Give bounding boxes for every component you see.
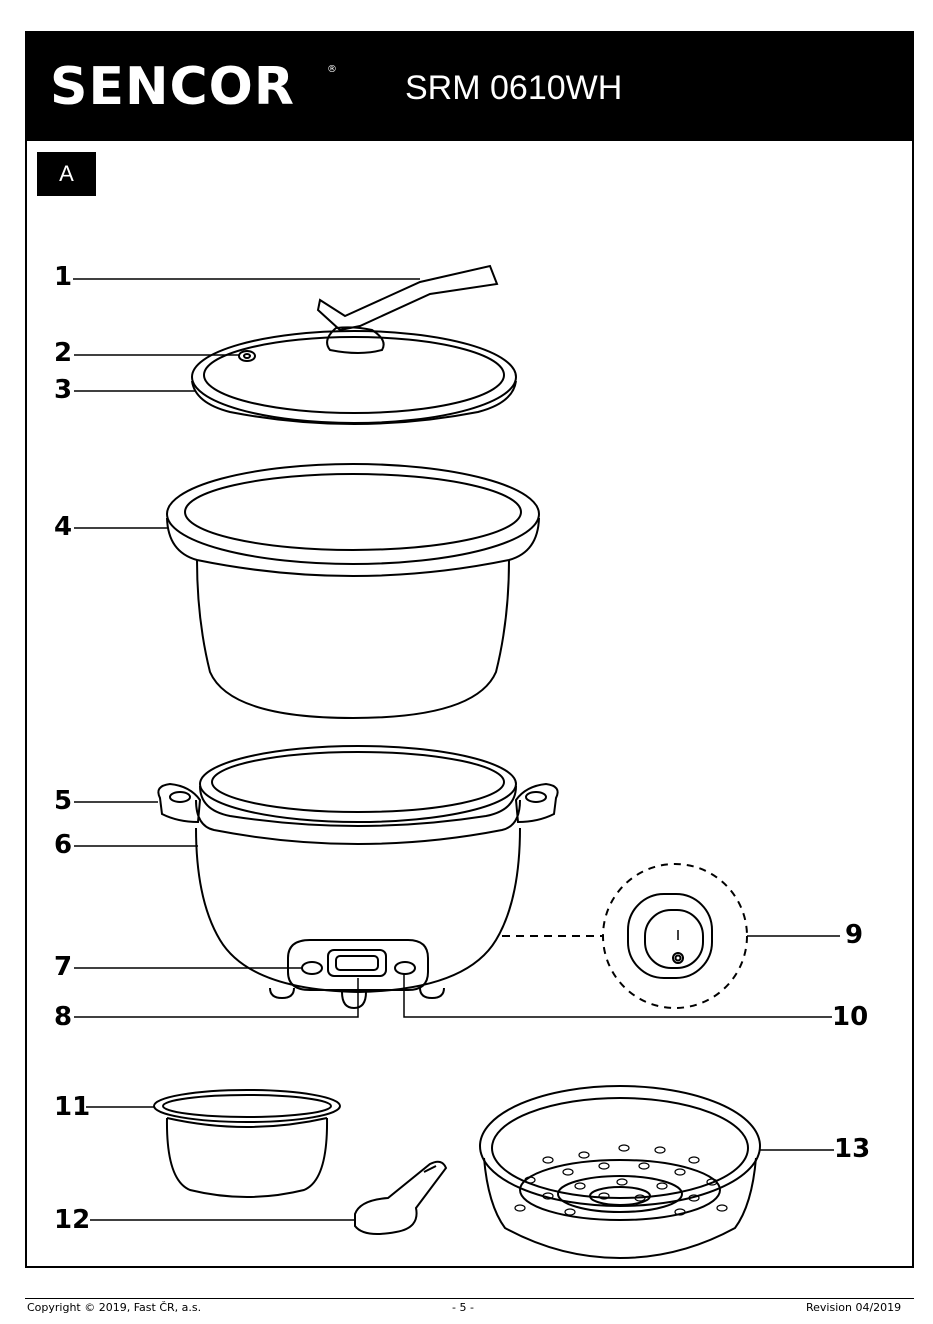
callout-13: 13 [834, 1134, 870, 1164]
callout-11: 11 [54, 1092, 90, 1122]
footer-copyright: Copyright © 2019, Fast ČR, a.s. [27, 1301, 201, 1315]
footer-page-number: - 5 - [452, 1301, 474, 1315]
callout-7: 7 [54, 952, 72, 982]
rice-spoon [355, 1162, 446, 1234]
callout-4: 4 [54, 512, 72, 542]
inner-pot [167, 464, 539, 718]
footer-divider [25, 1298, 914, 1299]
callout-9: 9 [845, 920, 863, 950]
steamer-tray [480, 1086, 760, 1258]
callout-2: 2 [54, 338, 72, 368]
footer-revision: Revision 04/2019 [806, 1301, 901, 1315]
leader-lines [73, 279, 840, 1220]
callout-1: 1 [54, 262, 72, 292]
measuring-cup [154, 1090, 340, 1197]
callout-5: 5 [54, 786, 72, 816]
callout-3: 3 [54, 375, 72, 405]
callout-6: 6 [54, 830, 72, 860]
switch-detail [502, 864, 747, 1008]
callout-10: 10 [832, 1002, 868, 1032]
callout-8: 8 [54, 1002, 72, 1032]
callout-12: 12 [54, 1205, 90, 1235]
glass-lid [192, 331, 516, 424]
